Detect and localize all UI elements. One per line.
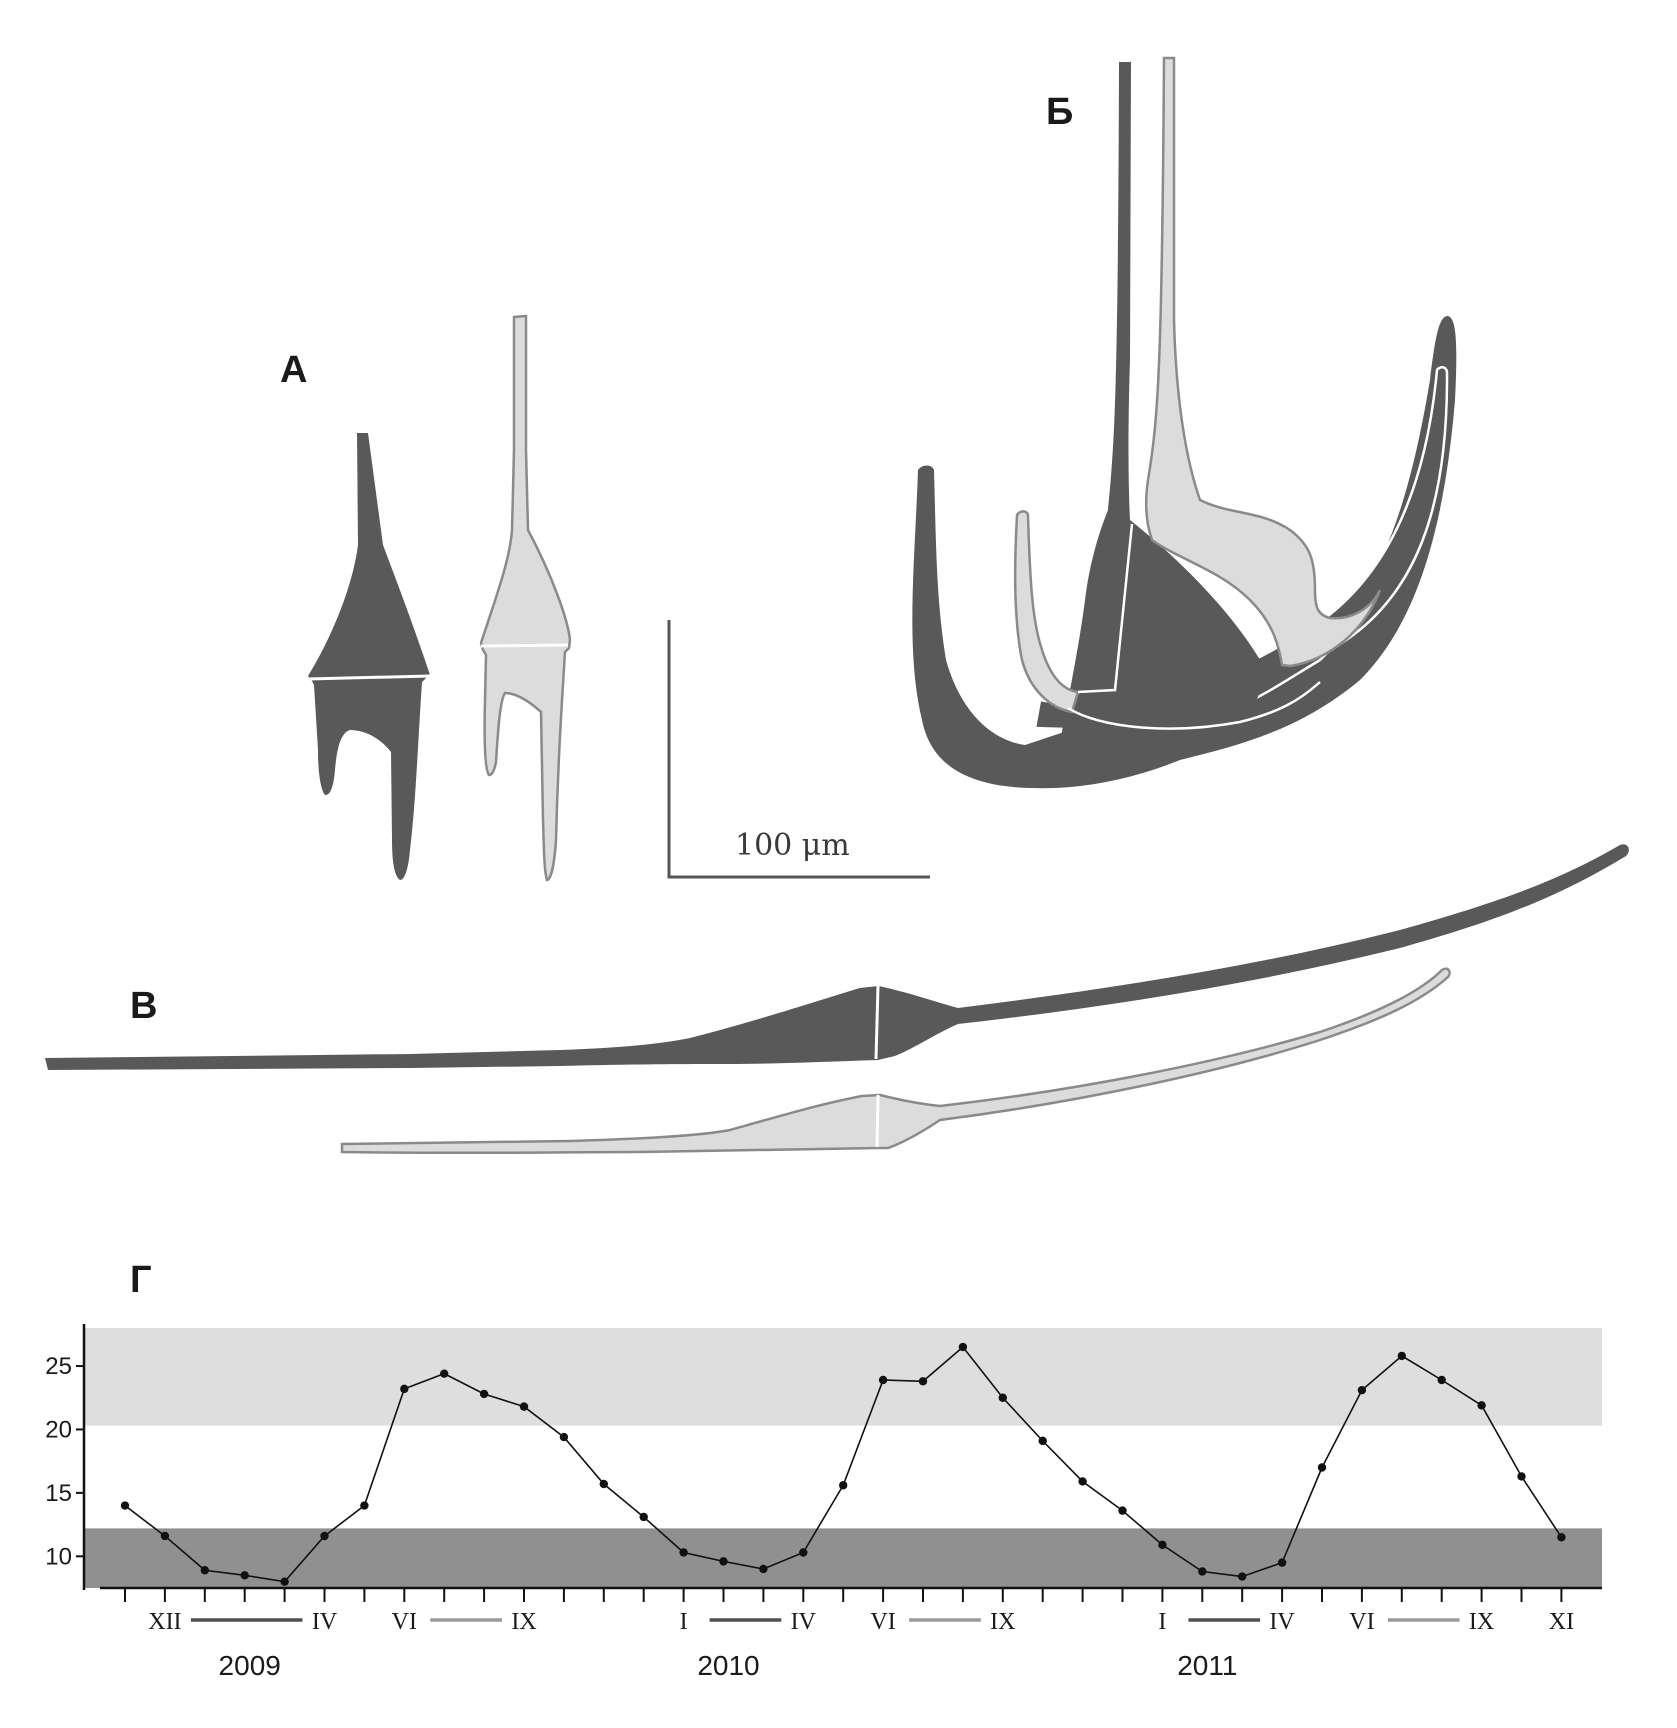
data-point (519, 1402, 529, 1411)
data-point (1517, 1472, 1526, 1481)
panel-label-b: Б (1046, 91, 1073, 133)
month-label: IV (1269, 1609, 1295, 1635)
y-tick-label: 15 (45, 1480, 72, 1507)
month-label: IX (511, 1609, 536, 1635)
panel-a: А (280, 314, 572, 882)
scale-bar: 100 μm (667, 620, 930, 879)
dark-stalk (1060, 62, 1263, 744)
data-point (799, 1548, 808, 1557)
y-tick-label: 25 (45, 1353, 72, 1380)
month-label: IV (312, 1609, 338, 1635)
month-label: IX (1469, 1609, 1494, 1635)
data-point (1277, 1558, 1287, 1567)
band-light (84, 1328, 1602, 1426)
data-point (360, 1501, 369, 1510)
panel-label-g: Г (130, 1259, 152, 1301)
data-point (120, 1501, 130, 1510)
data-point (719, 1557, 728, 1566)
data-point (1397, 1351, 1407, 1361)
year-label: 2010 (697, 1650, 759, 1681)
month-label: XII (148, 1609, 181, 1635)
month-label: I (1158, 1609, 1166, 1635)
data-point (958, 1342, 968, 1352)
data-point (479, 1389, 489, 1399)
data-point (878, 1375, 888, 1385)
light-long-spine (340, 967, 1451, 1155)
panel-label-a: А (280, 349, 307, 391)
data-point (918, 1377, 928, 1386)
light-long-spine-joint (875, 1094, 880, 1148)
y-tick-label: 10 (45, 1543, 72, 1570)
scale-bar-label: 100 μm (735, 828, 850, 863)
month-label: IV (791, 1609, 817, 1635)
year-label: 2009 (219, 1650, 281, 1681)
data-point (1357, 1385, 1367, 1395)
data-point (400, 1384, 409, 1394)
scale-bar-line (667, 620, 930, 879)
data-point (1557, 1533, 1566, 1542)
data-point (1317, 1463, 1327, 1472)
data-point (1118, 1506, 1127, 1515)
light-inner-arm (1013, 510, 1080, 714)
dark-spine-a (308, 433, 430, 880)
data-point (839, 1481, 848, 1490)
y-tick-label: 20 (45, 1416, 72, 1443)
data-point (160, 1531, 170, 1541)
panel-label-v: В (130, 985, 157, 1027)
dark-long-spine (45, 844, 1629, 1070)
panel-b: Б (912, 56, 1457, 789)
dark-hook-outer (912, 316, 1457, 789)
month-label: I (680, 1609, 688, 1635)
data-point (759, 1564, 768, 1574)
light-stalk (1144, 56, 1382, 668)
hook-cup-outline (1067, 523, 1321, 730)
data-point (440, 1369, 449, 1378)
data-point (200, 1566, 209, 1575)
data-point (240, 1571, 249, 1580)
data-point (998, 1393, 1007, 1402)
data-point (320, 1531, 329, 1541)
data-point (679, 1548, 688, 1557)
data-point (1078, 1477, 1087, 1486)
light-spine-a (479, 314, 572, 882)
data-point (639, 1512, 648, 1522)
data-point (280, 1577, 289, 1586)
month-label: VI (870, 1609, 895, 1635)
panel-v: В (45, 844, 1629, 1155)
data-point (1038, 1436, 1047, 1446)
data-point (599, 1479, 608, 1489)
band-dark (84, 1528, 1602, 1588)
month-label: VI (1349, 1609, 1374, 1635)
data-point (1238, 1572, 1247, 1581)
data-point (1198, 1567, 1207, 1576)
data-point (1158, 1540, 1167, 1550)
data-point (1477, 1401, 1486, 1410)
data-point (1437, 1375, 1446, 1385)
data-point (559, 1432, 569, 1442)
month-label: XI (1549, 1609, 1574, 1635)
dark-long-spine-joint (874, 985, 880, 1060)
year-label: 2011 (1177, 1650, 1237, 1681)
light-spine-a-joint (480, 643, 569, 648)
month-label: VI (392, 1609, 417, 1635)
month-label: IX (990, 1609, 1015, 1635)
dark-spine-a-joint (307, 674, 431, 681)
